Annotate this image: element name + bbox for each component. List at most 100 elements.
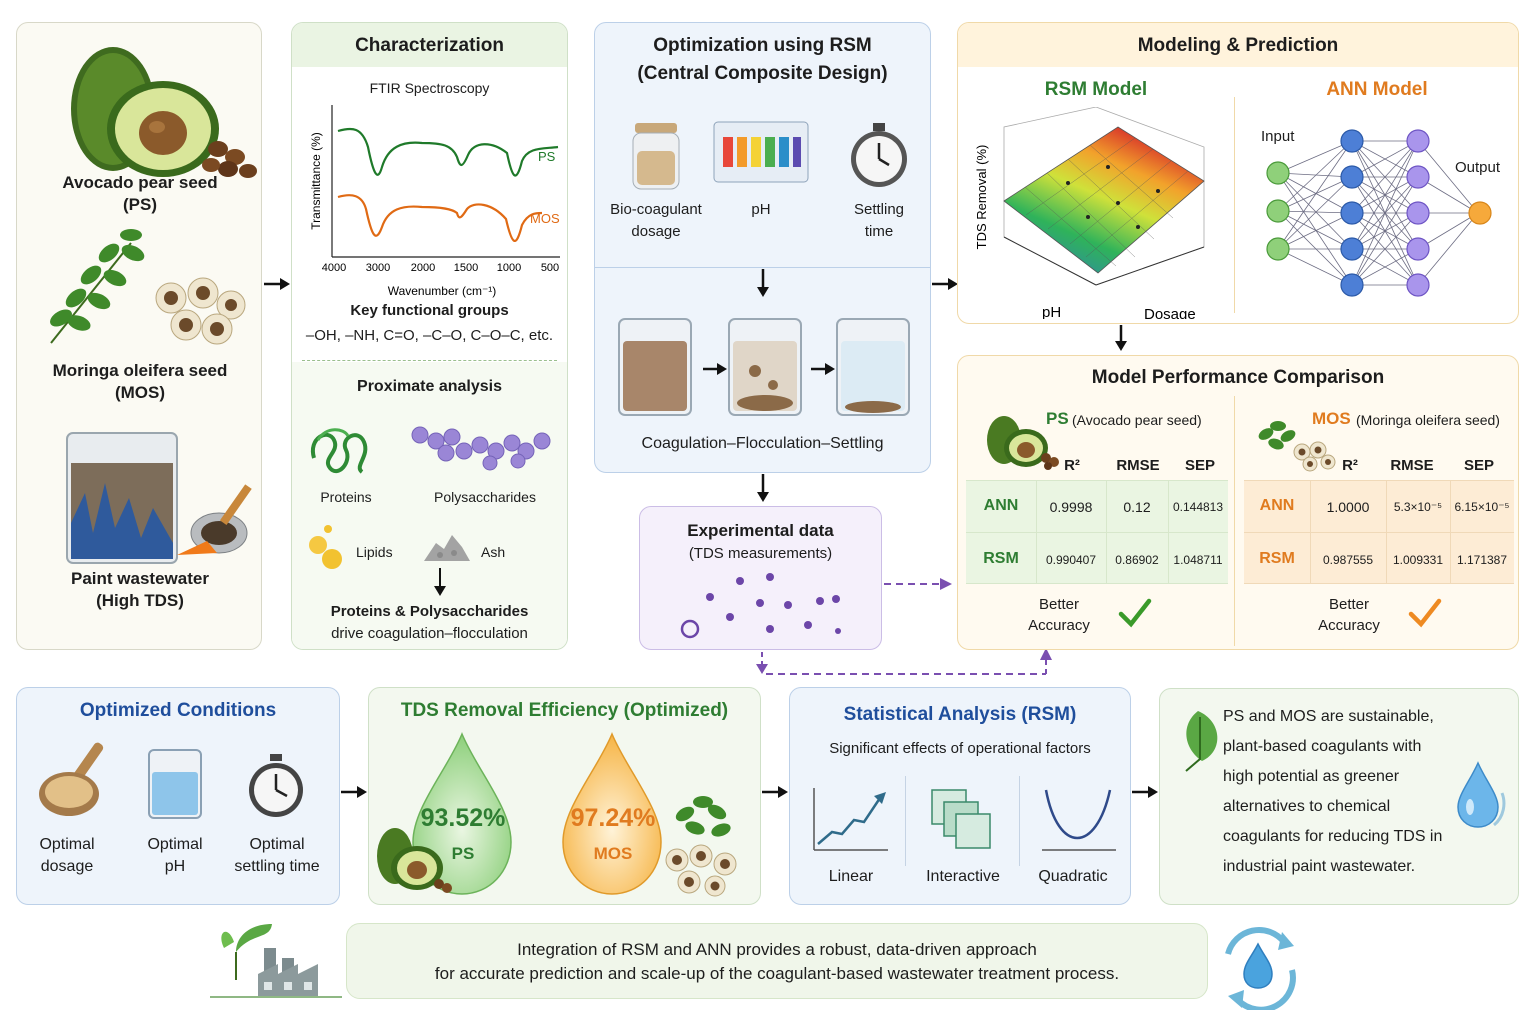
performance-panel: Model Performance Comparison PS (Avocado… [957,355,1519,650]
statistical-panel: Statistical Analysis (RSM) Significant e… [789,687,1131,905]
mos-rsm-sep: 1.171387 [1456,553,1508,567]
stopwatch-icon [851,123,907,187]
moringa-label: Moringa oleifera seed [52,361,228,380]
mos-header-rmse: RMSE [1390,457,1434,474]
mos-ann-sep: 6.15×10⁻⁵ [1454,500,1510,514]
conclusion-text-6: industrial paint wastewater. [1223,858,1416,875]
leaf-icon [1185,711,1218,772]
characterization-title: Characterization [355,35,504,56]
arrow-optimized-to-efficiency [341,786,367,798]
modeling-panel: Modeling & Prediction RSM Model ANN Mode… [957,22,1519,324]
optimization-title-2: (Central Composite Design) [637,63,888,84]
footer-line-2: for accurate prediction and scale-up of … [434,964,1120,983]
ph-strip-icon [713,121,809,183]
groups-list: –OH, –NH, C=O, –C–O, C–O–C, etc. [305,327,554,344]
opt-time-1: Optimal [249,836,305,853]
ann-input-label: Input [1261,128,1295,145]
wastewater-label: Paint wastewater [71,569,209,588]
ps-efficiency-label: PS [451,844,475,863]
ftir-ps-curve [337,127,559,177]
mos-rsm-r2: 0.987555 [1322,553,1374,567]
conclusion-text-2: plant-based coagulants with [1223,738,1422,755]
ps-header-rmse: RMSE [1116,457,1160,474]
opt-ph-2: pH [164,858,186,875]
rsm-model-title: RSM Model [1044,79,1148,100]
mos-rsm-model: RSM [1259,550,1295,567]
ps-rsm-model: RSM [983,550,1019,567]
ann-output-label: Output [1455,159,1501,176]
ftir-mos-label: MOS [530,211,560,226]
rsm-xlabel: pH [1042,304,1061,319]
ps-row-rsm [966,532,1228,584]
ps-header-r2: R² [1064,457,1080,474]
groups-title: Key functional groups [350,302,509,319]
mos-header-r2: R² [1342,457,1358,474]
ann-model-title: ANN Model [1326,79,1428,100]
statistical-subtitle: Significant effects of operational facto… [829,740,1091,757]
arrow-down-to-conclusion [434,568,446,596]
linear-label: Linear [828,868,874,885]
ftir-tick-1500: 1500 [454,262,478,274]
arrow-efficiency-to-statistical [762,786,788,798]
ps-check-icon [1118,598,1152,628]
mos-rsm-rmse: 1.009331 [1392,553,1444,567]
mos-ann-model: ANN [1259,497,1295,514]
arrow-down-to-beakers [757,269,769,297]
process-beakers [618,318,910,416]
experimental-subtitle: (TDS measurements) [688,545,833,562]
mos-header-sep: SEP [1463,457,1494,474]
mos-row-ann [1244,480,1514,532]
ftir-tick-3000: 3000 [366,262,390,274]
ash-label: Ash [481,544,506,560]
efficiency-title: TDS Removal Efficiency (Optimized) [400,700,729,721]
ps-drop-icon [412,732,512,895]
efficiency-avocado-icon [377,828,452,893]
lipids-label: Lipids [356,544,393,560]
ps-row-ann [966,480,1228,532]
polysaccharides-label: Polysaccharides [434,489,536,505]
mos-check-icon [1408,598,1442,628]
mos-better-1: Better [1328,596,1370,613]
rsm-zlabel: TDS Removal (%) [974,145,989,250]
ps-ann-model: ANN [983,497,1019,514]
avocado-label: Avocado pear seed [62,173,218,192]
recycle-water-icon [1225,927,1296,1010]
characterization-panel: Characterization FTIR Spectroscopy PS MO… [291,22,568,650]
linear-icon [813,788,888,851]
mos-moringa-icon [1258,421,1336,472]
ps-perf-full: (Avocado pear seed) [1072,412,1202,428]
proteins-label: Proteins [320,489,372,505]
ftir-ylabel: Transmittance (%) [309,132,323,230]
ps-rsm-rmse: 0.86902 [1115,553,1159,567]
opt-dosage-1: Optimal [39,836,95,853]
mos-ann-r2: 1.0000 [1326,499,1370,515]
ps-ann-r2: 0.9998 [1049,499,1093,515]
optimized-panel: Optimized Conditions Optimal dosage Opti… [16,687,340,905]
scoop-icon [39,742,104,816]
arrow-materials-to-characterization [264,278,290,290]
optimization-panel: Optimization using RSM (Central Composit… [594,22,931,473]
materials-panel: Avocado pear seed (PS) Moringa oleifera … [16,22,262,650]
ash-icon [424,535,470,561]
beaker-icon [148,749,202,819]
ftir-mos-curve [337,194,543,242]
conclusion-text-5: coagulants for reducing TDS in [1223,828,1443,845]
mos-perf-label: MOS [1312,409,1351,428]
mos-better-2: Accuracy [1318,617,1380,634]
factor-dosage-2: dosage [631,223,681,240]
ps-better-2: Accuracy [1028,617,1090,634]
footer-line-1: Integration of RSM and ANN provides a ro… [517,940,1037,959]
factor-dosage-1: Bio-coagulant [610,201,702,218]
ftir-tick-1000: 1000 [497,262,521,274]
optimization-title-1: Optimization using RSM [653,35,872,56]
lipid-icon [309,525,342,569]
conclusion-line-2: drive coagulation–flocculation [331,625,528,642]
proximate-title: Proximate analysis [357,378,502,395]
opt-dosage-2: dosage [40,858,94,875]
conclusion-text-3: high potential as greener [1223,768,1400,785]
modeling-divider [1234,97,1235,313]
conclusion-text-1: PS and MOS are sustainable, [1223,708,1434,725]
ftir-tick-4000: 4000 [322,262,346,274]
mos-perf-full: (Moringa oleifera seed) [1356,412,1500,428]
ps-rsm-r2: 0.990407 [1045,553,1097,567]
